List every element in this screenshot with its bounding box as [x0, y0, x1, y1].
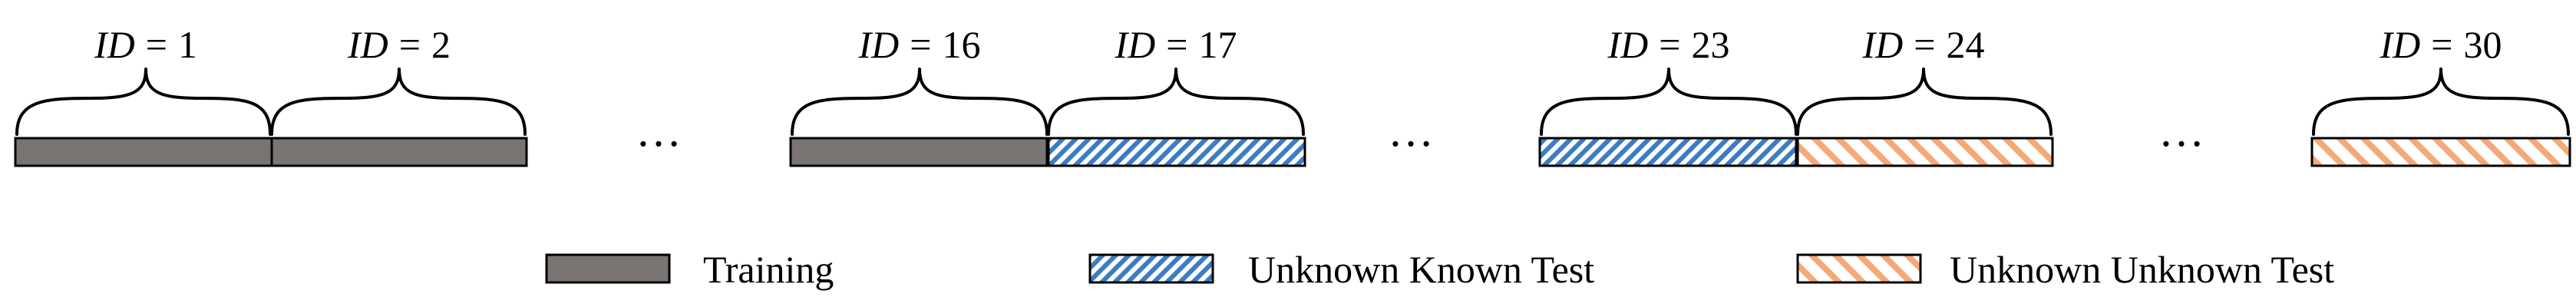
ellipsis-3: …	[2158, 105, 2204, 156]
id-label-1: ID=1	[94, 23, 197, 66]
legend-item-unknown-known: Unknown Known Test	[1088, 248, 1594, 291]
id-label-23: ID=23	[1607, 23, 1730, 66]
bar-unknown-known-23	[1538, 137, 1798, 167]
legend-swatch-training	[545, 253, 671, 284]
id-label-30: ID=30	[2379, 23, 2502, 66]
ellipsis-2: …	[1388, 105, 1434, 156]
brace-2	[270, 68, 527, 136]
bar-unknown-unknown-30	[2310, 137, 2571, 167]
ellipsis-1: …	[636, 105, 682, 156]
bar-training-16	[789, 137, 1049, 167]
legend-label-unknown-unknown: Unknown Unknown Test	[1950, 248, 2334, 291]
brace-1	[15, 68, 272, 136]
segment-id-1: ID=1	[14, 23, 273, 167]
segment-id-24: ID=24	[1796, 23, 2054, 167]
legend-item-unknown-unknown: Unknown Unknown Test	[1796, 248, 2334, 291]
legend-label-unknown-known: Unknown Known Test	[1248, 248, 1594, 291]
id-label-16: ID=16	[858, 23, 981, 66]
bar-unknown-unknown-24	[1796, 137, 2054, 167]
brace-16	[791, 68, 1049, 136]
bar-training-1	[14, 137, 273, 167]
id-label-2: ID=2	[347, 23, 451, 66]
bar-training-2	[270, 137, 528, 167]
id-label-24: ID=24	[1862, 23, 1985, 66]
legend: Training Unknown Known Test Unknown Unkn…	[545, 248, 2334, 291]
segment-id-16: ID=16	[789, 23, 1049, 167]
brace-23	[1540, 68, 1798, 136]
id-label-17: ID=17	[1115, 23, 1237, 66]
segment-id-2: ID=2	[270, 23, 528, 167]
segment-id-17: ID=17	[1047, 23, 1306, 167]
brace-30	[2312, 68, 2570, 136]
segment-id-23: ID=23	[1538, 23, 1798, 167]
segment-id-30: ID=30	[2310, 23, 2571, 167]
legend-label-training: Training	[703, 248, 834, 291]
brace-17	[1047, 68, 1305, 136]
legend-item-training: Training	[545, 248, 834, 291]
brace-24	[1796, 68, 2053, 136]
legend-swatch-unknown-unknown	[1796, 253, 1922, 284]
legend-swatch-unknown-known	[1088, 253, 1214, 284]
bar-unknown-known-17	[1047, 137, 1306, 167]
